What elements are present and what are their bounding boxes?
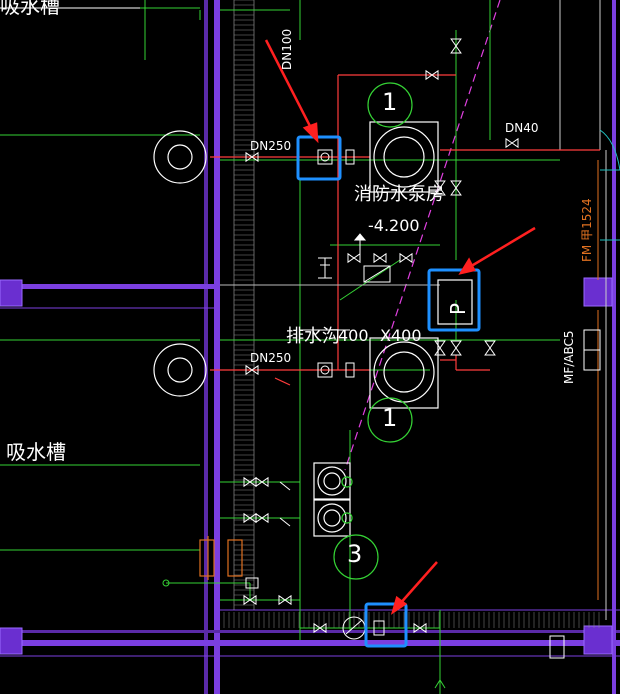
valve-symbol bbox=[434, 180, 446, 196]
valve-symbol bbox=[255, 476, 269, 488]
right-walls bbox=[559, 0, 607, 620]
pump-tag-1-top: 1 bbox=[382, 88, 398, 116]
valves bbox=[243, 38, 519, 634]
pressure-tank-label: P bbox=[446, 302, 470, 315]
suction-inlet-top bbox=[153, 130, 207, 184]
valve-symbol bbox=[255, 512, 269, 524]
left-area-lines bbox=[0, 0, 200, 551]
highlight-boxes bbox=[296, 135, 481, 648]
drain-ditch-label: 排水沟 bbox=[286, 326, 340, 347]
valve-symbol bbox=[373, 252, 387, 264]
dn250-label-bottom: DN250 bbox=[250, 351, 292, 365]
dn250-label-top: DN250 bbox=[250, 139, 292, 153]
red-arrows bbox=[264, 39, 536, 615]
elevation-label: -4.200 bbox=[368, 216, 420, 235]
valve-symbol bbox=[278, 594, 292, 606]
tag-circles bbox=[333, 82, 413, 580]
valve-symbol bbox=[450, 340, 462, 356]
hydrant-cabinet bbox=[199, 536, 243, 580]
valve-symbol bbox=[484, 340, 496, 356]
cyan-door bbox=[599, 129, 620, 241]
pipe-node bbox=[162, 579, 170, 587]
extinguisher-symbol bbox=[549, 329, 601, 659]
dn100-label: DN100 bbox=[280, 28, 294, 70]
suction-inlet-bottom bbox=[153, 343, 207, 397]
extinguisher-label: MF/ABC5 bbox=[562, 330, 576, 384]
pump-tag-1-bottom: 1 bbox=[382, 404, 398, 432]
green-pipes bbox=[166, 0, 560, 694]
valve-symbol bbox=[413, 622, 427, 634]
valve-symbol bbox=[450, 180, 462, 196]
dn40-label: DN40 bbox=[505, 121, 539, 135]
ditch-dim-label: 400 bbox=[338, 326, 369, 345]
valve-symbol bbox=[245, 364, 259, 376]
pressure-tank bbox=[437, 279, 473, 325]
valve-symbol bbox=[425, 69, 439, 81]
pump-room-label: 消防水泵房 bbox=[354, 184, 444, 205]
ditch-dim-label-2: X400 bbox=[380, 326, 422, 345]
fm-door-label: FM 甲1524 bbox=[580, 198, 594, 262]
valve-symbol bbox=[505, 137, 519, 149]
columns bbox=[0, 277, 613, 655]
valve-symbol bbox=[243, 594, 257, 606]
pipe-fittings bbox=[245, 149, 391, 640]
red-pipes bbox=[210, 74, 600, 386]
suction-tank-label-top: 吸水槽 bbox=[0, 0, 60, 18]
drain-arrow-head bbox=[434, 679, 446, 689]
grating-hatch bbox=[223, 0, 600, 628]
dashed-diagonal bbox=[344, 0, 501, 471]
valve-symbol bbox=[450, 38, 462, 54]
valve-symbol bbox=[399, 252, 413, 264]
pump-tag-3: 3 bbox=[347, 540, 363, 568]
valve-symbol bbox=[347, 252, 361, 264]
valve-symbol bbox=[313, 622, 327, 634]
fire-pump-bottom bbox=[369, 337, 439, 409]
valve-symbol bbox=[245, 151, 259, 163]
valve-symbol bbox=[434, 340, 446, 356]
suction-tank-label: 吸水槽 bbox=[6, 440, 66, 464]
small-pumps bbox=[313, 462, 353, 537]
